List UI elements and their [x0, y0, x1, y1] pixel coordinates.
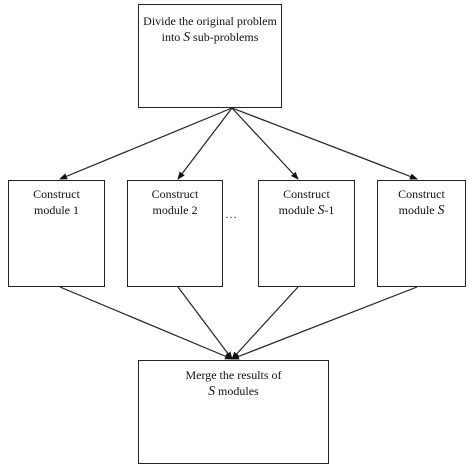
merge-s-variable: S	[208, 383, 216, 398]
construct-module-2-box: Construct module 2	[127, 180, 223, 287]
merge-line-2: S modules	[139, 383, 328, 399]
module-2-line-1: Construct	[151, 187, 199, 201]
divide-line-2: into S sub-problems	[139, 29, 281, 45]
arrow-module-1-to-merge	[59, 286, 233, 360]
module-s-minus-1-line-1: Construct	[283, 187, 330, 201]
arrow-divide-to-module-s	[231, 107, 418, 180]
module-2-label: module 2	[152, 203, 198, 217]
module-s-minus-1-variable: S	[317, 202, 325, 217]
module-1-line-2: module 1	[9, 202, 104, 218]
ellipsis-separator: …	[225, 207, 238, 221]
divide-problem-box: Divide the original problem into S sub-p…	[138, 4, 282, 108]
divide-line-2-prefix: into	[161, 30, 184, 44]
arrow-module-s-to-merge	[231, 286, 418, 360]
construct-module-1-box: Construct module 1	[8, 180, 105, 287]
arrow-divide-to-module-2	[177, 107, 233, 180]
module-s-label: module	[398, 203, 438, 217]
module-s-line-2: module S	[378, 202, 465, 218]
module-s-line-1: Construct	[398, 187, 445, 201]
divide-line-2-suffix: sub-problems	[190, 30, 259, 44]
module-2-line-2: module 2	[128, 202, 222, 218]
divide-line-1: Divide the original problem	[143, 14, 277, 28]
module-1-label: module 1	[34, 203, 79, 217]
merge-line-1: Merge the results of	[185, 368, 282, 382]
construct-module-s-minus-1-box: Construct module S-1	[258, 180, 355, 287]
construct-module-s-box: Construct module S	[377, 180, 466, 287]
module-s-minus-1-suffix: -1	[324, 203, 335, 217]
arrow-divide-to-module-1	[59, 107, 233, 180]
merge-results-box: Merge the results of S modules	[138, 360, 329, 464]
module-1-line-1: Construct	[33, 187, 80, 201]
arrow-divide-to-module-s1	[231, 107, 299, 180]
merge-line-2-suffix: modules	[215, 384, 259, 398]
divide-s-variable: S	[183, 29, 191, 44]
arrow-module-s1-to-merge	[231, 286, 299, 360]
module-s-minus-1-line-2: module S-1	[259, 202, 354, 218]
arrow-module-2-to-merge	[177, 286, 233, 360]
module-s-minus-1-label: module	[278, 203, 318, 217]
module-s-variable: S	[437, 202, 445, 217]
